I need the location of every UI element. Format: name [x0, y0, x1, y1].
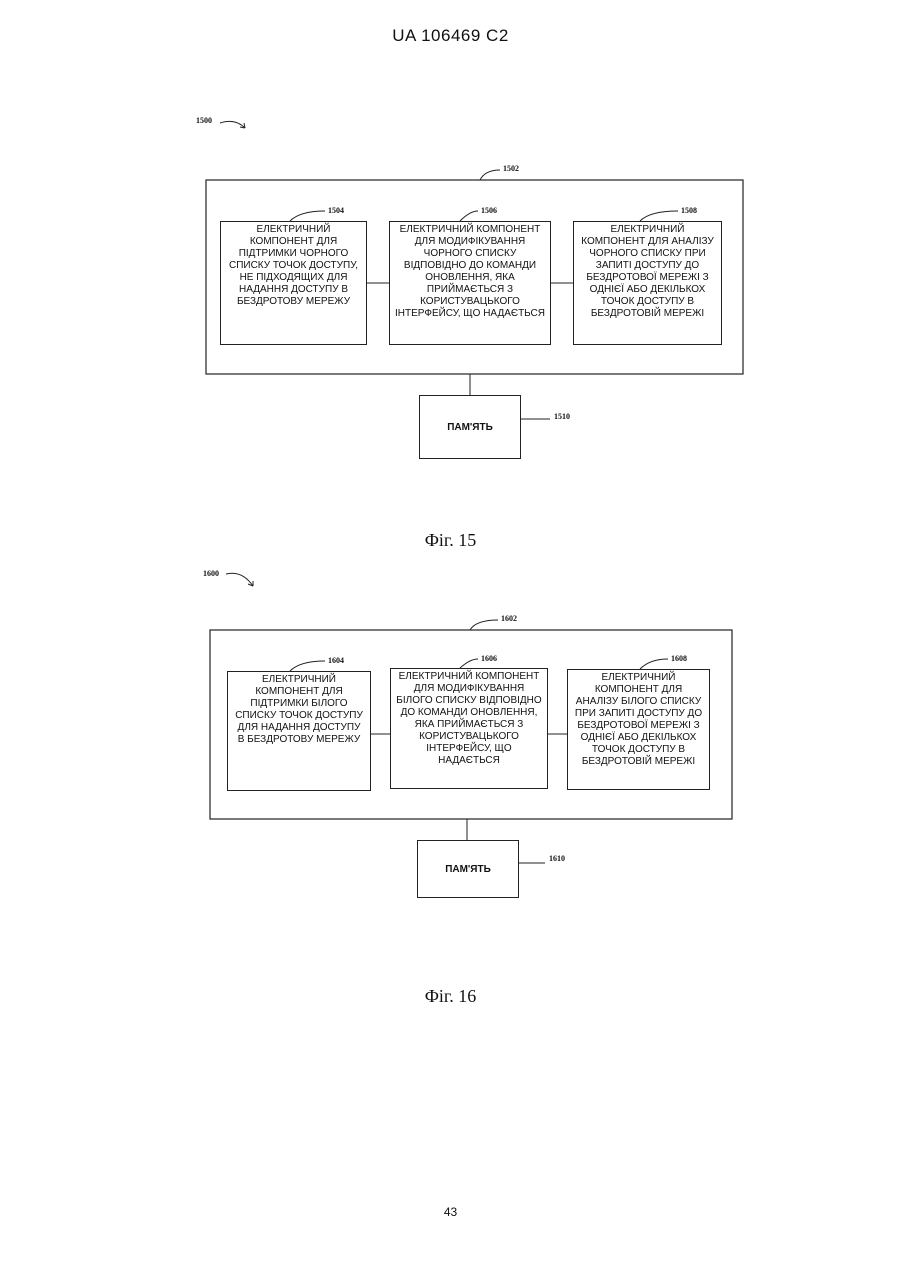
- component-1504-text: ЕЛЕКТРИЧНИЙ КОМПОНЕНТ ДЛЯ ПІДТРИМКИ ЧОРН…: [226, 224, 361, 342]
- component-1506-text: ЕЛЕКТРИЧНИЙ КОМПОНЕНТ ДЛЯ МОДИФІКУВАННЯ …: [395, 224, 545, 342]
- component-1606: ЕЛЕКТРИЧНИЙ КОМПОНЕНТ ДЛЯ МОДИФІКУВАННЯ …: [390, 668, 548, 789]
- component-1506: ЕЛЕКТРИЧНИЙ КОМПОНЕНТ ДЛЯ МОДИФІКУВАННЯ …: [389, 221, 551, 345]
- ref-1502: 1502: [503, 164, 519, 173]
- ref-1602: 1602: [501, 614, 517, 623]
- component-1604: ЕЛЕКТРИЧНИЙ КОМПОНЕНТ ДЛЯ ПІДТРИМКИ БІЛО…: [227, 671, 371, 791]
- component-1504: ЕЛЕКТРИЧНИЙ КОМПОНЕНТ ДЛЯ ПІДТРИМКИ ЧОРН…: [220, 221, 367, 345]
- caption-fig-15: Фіг. 15: [0, 530, 901, 551]
- memory-1610: ПАМ'ЯТЬ: [417, 840, 519, 898]
- component-1508-text: ЕЛЕКТРИЧНИЙ КОМПОНЕНТ ДЛЯ АНАЛІЗУ ЧОРНОГ…: [579, 224, 716, 342]
- component-1604-text: ЕЛЕКТРИЧНИЙ КОМПОНЕНТ ДЛЯ ПІДТРИМКИ БІЛО…: [233, 674, 365, 788]
- ref-1500: 1500: [196, 116, 212, 125]
- figure-15: 1500 1502 1504 ЕЛЕКТРИЧНИЙ КОМПОНЕНТ ДЛЯ…: [0, 100, 901, 520]
- ref-1606: 1606: [481, 654, 497, 663]
- page-number: 43: [0, 1205, 901, 1219]
- component-1608-text: ЕЛЕКТРИЧНИЙ КОМПОНЕНТ ДЛЯ АНАЛІЗУ БІЛОГО…: [573, 672, 704, 787]
- component-1608: ЕЛЕКТРИЧНИЙ КОМПОНЕНТ ДЛЯ АНАЛІЗУ БІЛОГО…: [567, 669, 710, 790]
- caption-fig-16: Фіг. 16: [0, 986, 901, 1007]
- ref-1506: 1506: [481, 206, 497, 215]
- memory-1510: ПАМ'ЯТЬ: [419, 395, 521, 459]
- component-1508: ЕЛЕКТРИЧНИЙ КОМПОНЕНТ ДЛЯ АНАЛІЗУ ЧОРНОГ…: [573, 221, 722, 345]
- ref-1510: 1510: [554, 412, 570, 421]
- ref-1608: 1608: [671, 654, 687, 663]
- ref-1604: 1604: [328, 656, 344, 665]
- ref-1508: 1508: [681, 206, 697, 215]
- ref-1610: 1610: [549, 854, 565, 863]
- ref-1600: 1600: [203, 569, 219, 578]
- patent-header: UA 106469 C2: [0, 26, 901, 46]
- ref-1504: 1504: [328, 206, 344, 215]
- figure-16: 1600 1602 1604 ЕЛЕКТРИЧНИЙ КОМПОНЕНТ ДЛЯ…: [0, 550, 901, 970]
- component-1606-text: ЕЛЕКТРИЧНИЙ КОМПОНЕНТ ДЛЯ МОДИФІКУВАННЯ …: [396, 671, 542, 786]
